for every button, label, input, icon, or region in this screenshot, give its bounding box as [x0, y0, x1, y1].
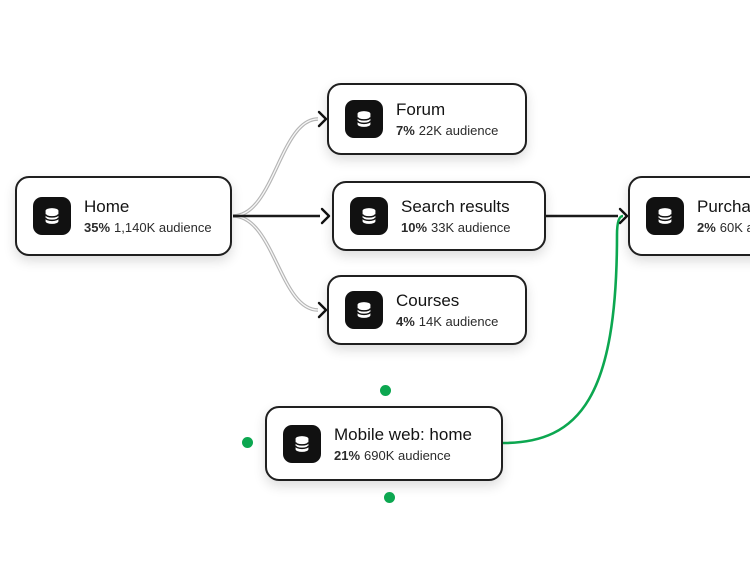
node-audience: 60K audience	[719, 220, 750, 235]
node-title: Home	[84, 197, 130, 216]
node-courses[interactable]: Courses 4%14K audience	[327, 275, 527, 345]
node-stats: 35%1,140K audience	[84, 220, 212, 235]
node-mobile-web-home[interactable]: Mobile web: home 21%690K audience	[265, 406, 503, 481]
node-stats: 10%33K audience	[401, 220, 511, 235]
node-stats: 21%690K audience	[334, 448, 472, 463]
node-text: Forum 7%22K audience	[396, 100, 498, 138]
node-text: Search results 10%33K audience	[401, 197, 511, 235]
node-text: Courses 4%14K audience	[396, 291, 498, 329]
edge-home-forum	[232, 117, 319, 218]
node-percent: 10%	[401, 220, 428, 235]
node-forum[interactable]: Forum 7%22K audience	[327, 83, 527, 155]
database-icon	[33, 197, 71, 235]
node-title: Purchase	[697, 197, 750, 216]
node-percent: 4%	[396, 314, 415, 329]
arrow-into-courses-icon	[317, 301, 328, 319]
node-title: Courses	[396, 291, 460, 310]
node-text: Mobile web: home 21%690K audience	[334, 425, 472, 463]
edge-home-courses	[232, 214, 319, 312]
database-icon	[283, 424, 321, 463]
add-node-dot[interactable]	[380, 385, 391, 396]
arrow-into-purchase-icon	[618, 207, 629, 225]
node-stats: 7%22K audience	[396, 123, 498, 138]
node-percent: 7%	[396, 123, 415, 138]
add-node-dot[interactable]	[384, 492, 395, 503]
node-audience: 1,140K audience	[114, 220, 212, 235]
node-audience: 33K audience	[431, 220, 511, 235]
node-stats: 4%14K audience	[396, 314, 498, 329]
node-title: Forum	[396, 100, 446, 119]
node-audience: 22K audience	[418, 123, 499, 138]
node-title: Mobile web: home	[334, 424, 472, 444]
node-percent: 35%	[84, 220, 111, 235]
node-audience: 690K audience	[364, 447, 451, 463]
node-stats: 2%60K audience	[697, 220, 750, 235]
node-audience: 14K audience	[418, 314, 499, 329]
add-node-dot[interactable]	[242, 437, 253, 448]
node-purchase[interactable]: Purchase 2%60K audience	[628, 176, 750, 256]
arrow-into-search-results-icon	[320, 207, 331, 225]
node-text: Purchase 2%60K audience	[697, 197, 750, 235]
database-icon	[345, 291, 383, 329]
database-icon	[350, 197, 388, 235]
node-search-results[interactable]: Search results 10%33K audience	[332, 181, 546, 251]
edge-mobile-web-home-purchase	[502, 214, 624, 445]
node-percent: 21%	[334, 447, 361, 463]
database-icon	[345, 100, 383, 138]
node-percent: 2%	[697, 220, 716, 235]
node-title: Search results	[401, 197, 510, 216]
database-icon	[646, 197, 684, 235]
node-text: Home 35%1,140K audience	[84, 197, 212, 235]
arrow-into-forum-icon	[317, 110, 328, 128]
node-home[interactable]: Home 35%1,140K audience	[15, 176, 232, 256]
